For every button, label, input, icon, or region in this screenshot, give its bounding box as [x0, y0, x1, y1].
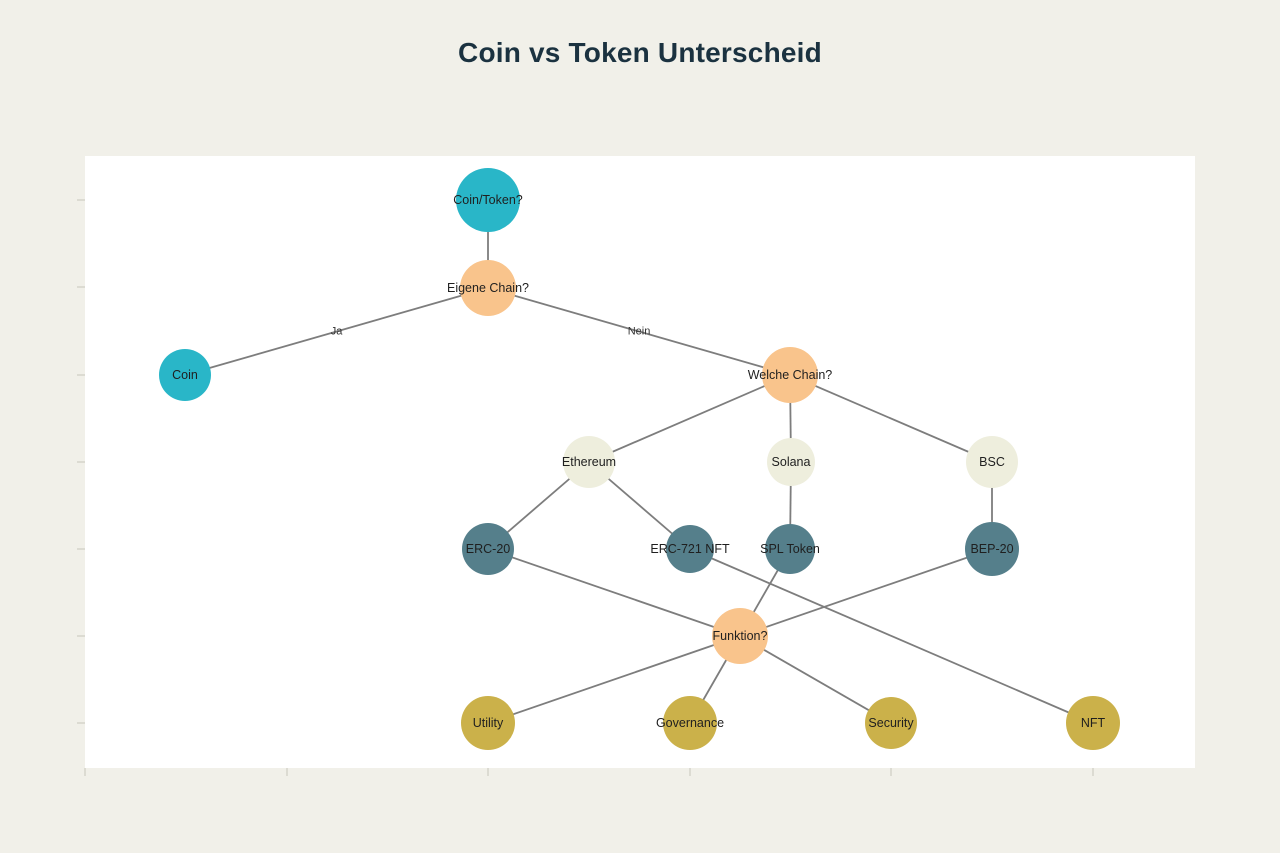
node-ethereum: [563, 436, 615, 488]
edge-erc20-funktion: [487, 548, 741, 637]
node-label-erc721: ERC-721 NFT: [650, 542, 730, 556]
node-bsc: [966, 436, 1018, 488]
node-label-ethereum: Ethereum: [562, 455, 616, 469]
edge-bep20-funktion: [739, 548, 993, 637]
node-erc721: [666, 525, 714, 573]
node-coin-token: [456, 168, 520, 232]
node-label-coin-token: Coin/Token?: [453, 193, 523, 207]
node-label-utility: Utility: [473, 716, 504, 730]
node-funktion: [712, 608, 768, 664]
node-label-funktion: Funktion?: [713, 629, 768, 643]
node-label-governance: Governance: [656, 716, 724, 730]
node-welche-chain: [762, 347, 818, 403]
node-nft: [1066, 696, 1120, 750]
edge-funktion-security: [739, 635, 892, 724]
node-security: [865, 697, 917, 749]
node-coin: [159, 349, 211, 401]
node-solana: [767, 438, 815, 486]
node-governance: [663, 696, 717, 750]
node-label-spl: SPL Token: [760, 542, 820, 556]
node-label-bsc: BSC: [979, 455, 1005, 469]
node-label-solana: Solana: [772, 455, 811, 469]
edge-eigene-chain-welche-chain: [487, 287, 791, 376]
edge-welche-chain-ethereum: [588, 374, 791, 463]
node-eigene-chain: [460, 260, 516, 316]
edge-eigene-chain-coin: [184, 287, 489, 376]
node-erc20: [462, 523, 514, 575]
node-label-erc20: ERC-20: [466, 542, 511, 556]
edge-funktion-utility: [487, 635, 741, 724]
edge-label-eigene-chain-welche-chain: Nein: [628, 326, 651, 338]
edge-welche-chain-bsc: [789, 374, 993, 463]
chart-title: Coin vs Token Unterscheid: [458, 37, 822, 68]
node-label-welche-chain: Welche Chain?: [748, 368, 833, 382]
node-spl: [765, 524, 815, 574]
node-bep20: [965, 522, 1019, 576]
node-label-bep20: BEP-20: [970, 542, 1013, 556]
node-utility: [461, 696, 515, 750]
edge-label-eigene-chain-coin: Ja: [331, 326, 344, 338]
node-label-eigene-chain: Eigene Chain?: [447, 281, 529, 295]
node-label-coin: Coin: [172, 368, 198, 382]
node-label-nft: NFT: [1081, 716, 1106, 730]
node-label-security: Security: [868, 716, 914, 730]
edge-erc721-nft: [689, 548, 1094, 724]
